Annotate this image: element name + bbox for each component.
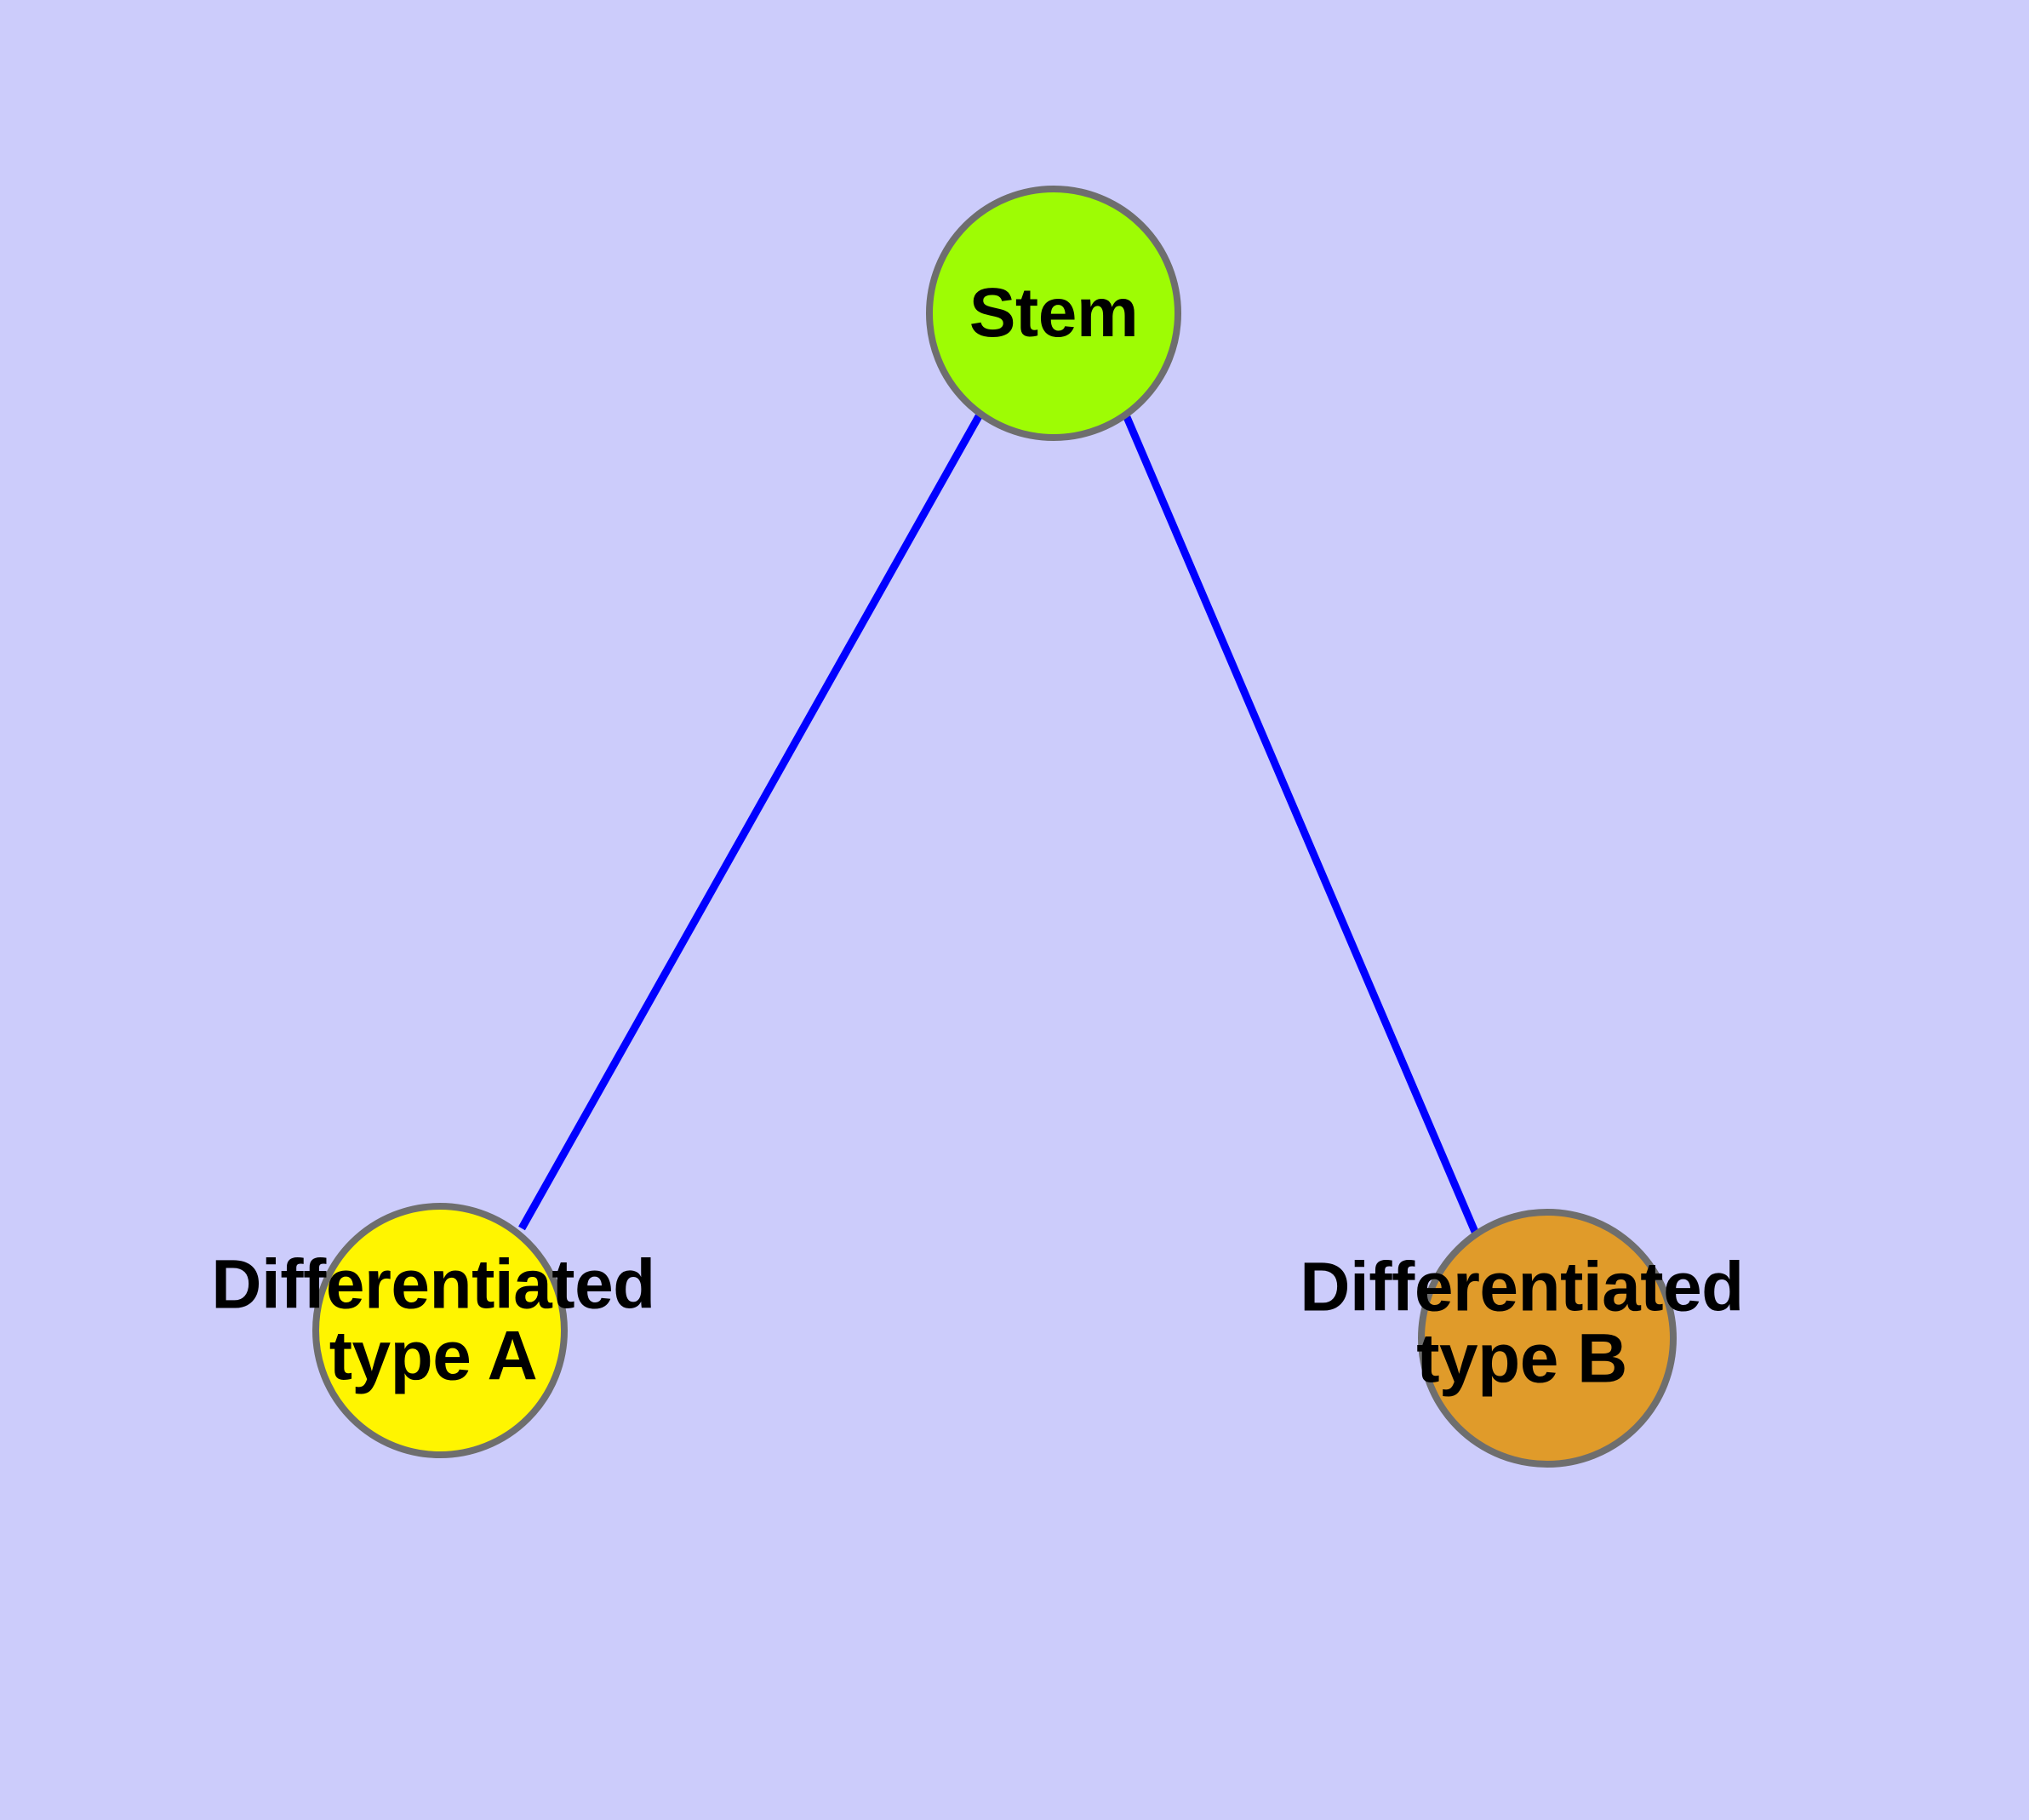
node-differentiated-type-b-label: Differentiated type B	[1300, 1248, 1744, 1397]
node-differentiated-type-a[interactable]: Differentiated type A	[211, 1203, 655, 1458]
edge-stem-to-differentiated-type-b	[1123, 415, 1479, 1233]
node-stem[interactable]: Stem	[926, 186, 1181, 441]
node-differentiated-type-b[interactable]: Differentiated type B	[1300, 1209, 1744, 1468]
node-stem-label: Stem	[969, 274, 1139, 352]
edge-stem-to-differentiated-type-a	[518, 414, 982, 1231]
node-differentiated-type-a-label: Differentiated type A	[211, 1245, 655, 1394]
